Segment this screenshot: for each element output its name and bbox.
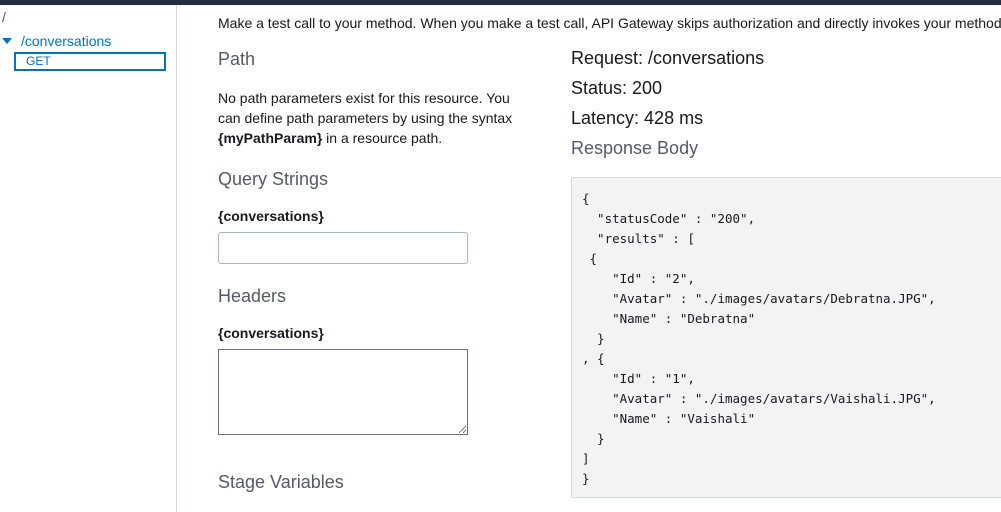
headers-textarea[interactable] (218, 349, 468, 435)
headers-field-label: {conversations} (218, 325, 324, 341)
path-section-title: Path (218, 49, 256, 69)
response-body-code: { "statusCode" : "200", "results" : [ { … (582, 191, 936, 486)
request-line: Request: /conversations (571, 48, 765, 68)
stage-variables-title: Stage Variables (218, 472, 344, 492)
tree-root-item[interactable]: / (2, 9, 6, 25)
path-help-prefix: No path parameters exist for this resour… (218, 90, 513, 126)
query-strings-title: Query Strings (218, 169, 329, 189)
headers-title: Headers (218, 286, 287, 306)
tree-resource-label: /conversations (21, 33, 112, 49)
response-body-panel[interactable]: { "statusCode" : "200", "results" : [ { … (571, 177, 1001, 498)
query-strings-input[interactable] (218, 232, 468, 264)
intro-text: Make a test call to your method. When yo… (218, 15, 1001, 31)
latency-line: Latency: 428 ms (571, 108, 704, 128)
response-body-title: Response Body (571, 138, 699, 158)
tree-method-get[interactable]: GET (14, 52, 166, 71)
query-strings-field-label: {conversations} (218, 208, 324, 224)
tree-resource-conversations[interactable]: /conversations (2, 33, 111, 49)
path-help-suffix: in a resource path. (322, 130, 443, 146)
path-param-example: {myPathParam} (218, 130, 323, 146)
path-help-text: No path parameters exist for this resour… (218, 88, 518, 148)
status-line: Status: 200 (571, 78, 663, 98)
caret-down-icon[interactable] (2, 38, 12, 44)
top-bar (0, 0, 1001, 5)
resource-tree-sidebar: / /conversations GET (0, 5, 177, 512)
